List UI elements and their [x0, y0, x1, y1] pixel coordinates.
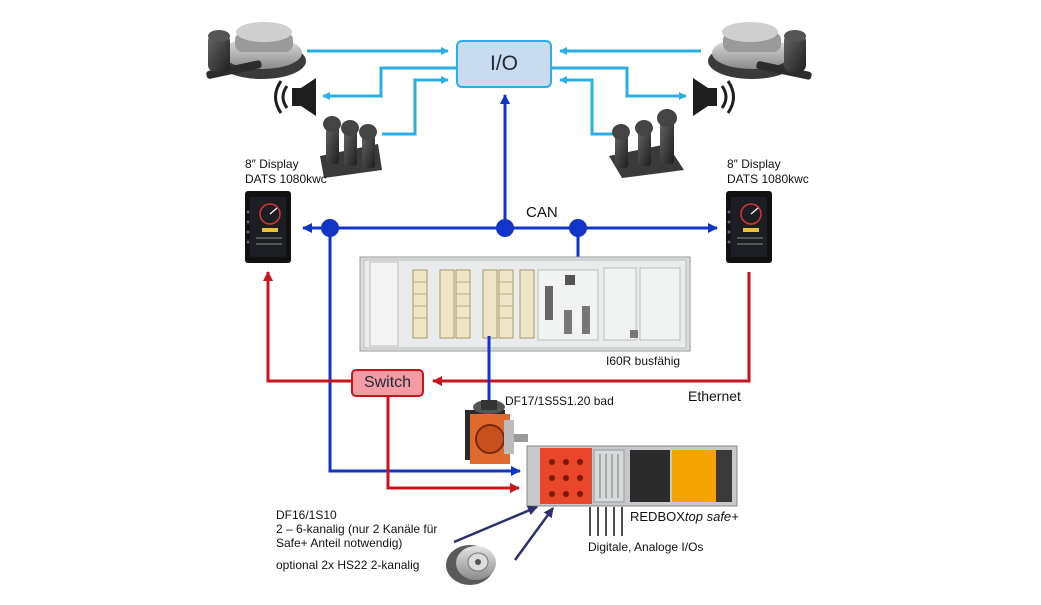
ios-label: Digitale, Analoge I/Os: [588, 540, 704, 554]
encoder-icon: [465, 400, 528, 464]
df16-line1: DF16/1S10: [276, 508, 337, 522]
can-node-left: [321, 219, 339, 237]
ethernet-label: Ethernet: [688, 388, 741, 404]
redbox-label-main: REDBOX: [630, 509, 685, 524]
redbox-label: REDBOXtop safe+: [630, 509, 739, 524]
ethernet-lines: [263, 271, 751, 493]
display-right-label: 8″ Display DATS 1080kwc: [727, 157, 809, 187]
df16-line3: Safe+ Anteil notwendig): [276, 536, 403, 550]
df16-arrows: [453, 505, 555, 561]
switch-label: Switch: [363, 374, 412, 391]
signal-lines-left: [307, 47, 456, 136]
display-icon: [245, 191, 291, 263]
encoder-top-label: DF17/1S5S1.20 bad: [505, 394, 614, 408]
switch-box: Switch: [351, 369, 424, 397]
io-label: I/O: [489, 52, 518, 75]
joystick-icon: [206, 22, 306, 79]
speaker-icon: [693, 78, 735, 116]
display-left-label: 8″ Display DATS 1080kwc: [245, 157, 327, 187]
joystick-icon: [708, 22, 812, 80]
can-bus: [302, 94, 718, 476]
df16-line2: 2 – 6-kanalig (nur 2 Kanäle für: [276, 522, 438, 536]
display-icon: [726, 191, 772, 263]
display-right-line2: DATS 1080kwc: [727, 172, 809, 186]
can-node-right: [569, 219, 587, 237]
display-left-line1: 8″ Display: [245, 157, 299, 171]
display-right-line1: 8″ Display: [727, 157, 781, 171]
can-nodes: [321, 219, 587, 237]
io-box: I/O: [456, 40, 552, 88]
df16-label: DF16/1S10 2 – 6-kanalig (nur 2 Kanäle fü…: [276, 508, 437, 572]
can-label: CAN: [526, 204, 558, 221]
rack-label: I60R busfähig: [606, 354, 681, 368]
signal-lines-right: [552, 47, 701, 136]
master-controller-icon: [320, 116, 382, 178]
display-left-line2: DATS 1080kwc: [245, 172, 327, 186]
df16-line4: optional 2x HS22 2-kanalig: [276, 558, 420, 572]
can-node-center: [496, 219, 514, 237]
speaker-icon: [274, 78, 316, 116]
redbox-label-italic: top safe+: [684, 509, 739, 524]
master-controller-icon: [609, 109, 684, 178]
rack-icon: [359, 256, 691, 352]
redbox-icon: [526, 445, 738, 507]
handwheel-icon: [446, 545, 496, 585]
io-wires: [589, 507, 623, 536]
